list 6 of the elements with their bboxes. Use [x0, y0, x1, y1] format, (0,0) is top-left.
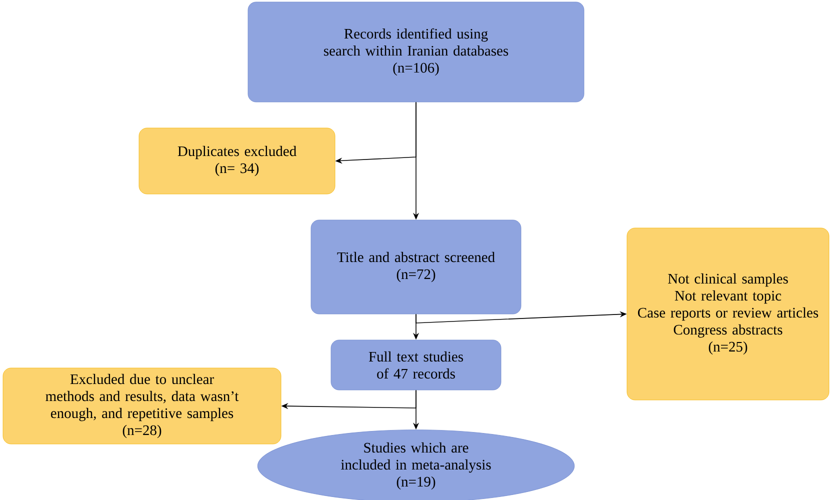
exclusion-box: Duplicates excluded (n= 34): [138, 128, 336, 194]
process-box: Title and abstract screened (n=72): [310, 220, 522, 314]
exclusion-box: Not clinical samples Not relevant topic Case reports or review articles Congress abstracts (n=25): [626, 228, 830, 400]
process-box: Records identified using search within Iranian databases (n=106): [248, 2, 584, 102]
exclusion-box: Excluded due to unclear methods and results, data wasn’t enough, and repetitive samples (n=28): [2, 368, 282, 444]
process-box: Full text studies of 47 records: [330, 340, 502, 390]
